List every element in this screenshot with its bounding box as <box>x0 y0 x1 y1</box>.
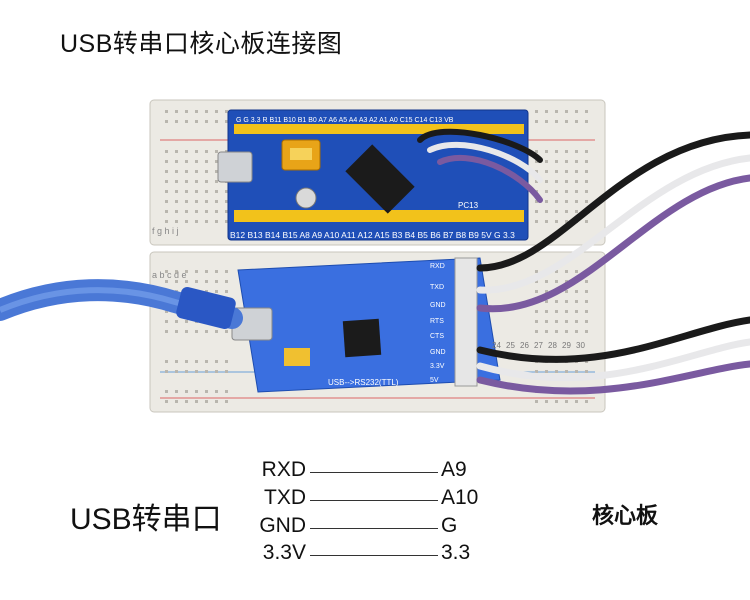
header-bottom <box>234 210 524 222</box>
svg-text:RXD: RXD <box>430 263 445 270</box>
core-pin-label: A10 <box>441 486 479 509</box>
core-pin-label: A9 <box>441 458 467 481</box>
svg-text:29: 29 <box>562 341 571 350</box>
wire-black <box>476 131 750 272</box>
breadboard-holes <box>165 110 588 403</box>
svg-text:GND: GND <box>430 302 446 309</box>
row-letters-mid: a b c d e <box>152 270 187 280</box>
connection-line <box>310 472 438 473</box>
svg-text:CTS: CTS <box>430 333 444 340</box>
page-title: USB转串口核心板连接图 <box>60 30 343 58</box>
usb-pin-label: TXD <box>264 486 306 509</box>
reset-button <box>295 187 317 209</box>
core-pin-label: G <box>441 514 458 537</box>
svg-text:GND: GND <box>430 349 446 356</box>
usb-module-text: USB-->RS232(TTL) <box>328 378 399 387</box>
wire-purple <box>476 174 750 313</box>
svg-text:RTS: RTS <box>430 318 444 325</box>
svg-text:3.3V: 3.3V <box>430 363 445 370</box>
connection-row: TXD A10 <box>0 486 750 516</box>
mcu-chip <box>345 144 415 214</box>
connection-line <box>310 555 438 556</box>
svg-text:24: 24 <box>492 341 501 350</box>
usb-serial-label: USB转串口 <box>70 503 222 536</box>
board-photo: f g h i j a b c d e G G 3.3 R B11 B10 B1… <box>0 99 750 413</box>
breadboard-column-numbers: 24 25 26 27 28 29 30 <box>492 341 585 350</box>
wire-white-2 <box>476 338 750 382</box>
svg-text:25: 25 <box>506 341 515 350</box>
core-pin-label: 3.3 <box>441 541 471 564</box>
core-board-label: 核心板 <box>591 503 658 528</box>
row-letters-top: f g h i j <box>152 226 179 236</box>
micro-usb-port <box>217 151 253 183</box>
usb-pin-label: GND <box>259 514 306 537</box>
connection-row: RXD A9 <box>0 458 750 488</box>
svg-text:28: 28 <box>548 341 557 350</box>
connection-line <box>310 500 438 501</box>
connection-row: 3.3V 3.3 <box>0 541 750 571</box>
svg-text:TXD: TXD <box>430 284 444 291</box>
wire-white <box>476 154 750 294</box>
svg-text:27: 27 <box>534 341 543 350</box>
usb-pin-label: RXD <box>261 458 306 481</box>
header-top <box>234 124 524 134</box>
svg-text:26: 26 <box>520 341 529 350</box>
svg-text:30: 30 <box>576 341 585 350</box>
wire-purple-2 <box>476 360 750 395</box>
core-top-pin-labels: G G 3.3 R B11 B10 B1 B0 A7 A6 A5 A4 A3 A… <box>236 117 454 124</box>
svg-text:5V: 5V <box>430 377 439 384</box>
wire-black-2 <box>476 316 750 363</box>
pc13-label: PC13 <box>458 201 479 210</box>
jumper-wires <box>476 131 750 395</box>
usb-module-pin-labels: RXD TXD GND RTS CTS GND 3.3V 5V <box>430 263 446 384</box>
usb-pin-label: 3.3V <box>262 541 306 564</box>
connection-line <box>310 528 438 529</box>
connection-row: GND G <box>0 514 750 544</box>
core-bottom-pin-labels: B12 B13 B14 B15 A8 A9 A10 A11 A12 A15 B3… <box>230 230 515 240</box>
